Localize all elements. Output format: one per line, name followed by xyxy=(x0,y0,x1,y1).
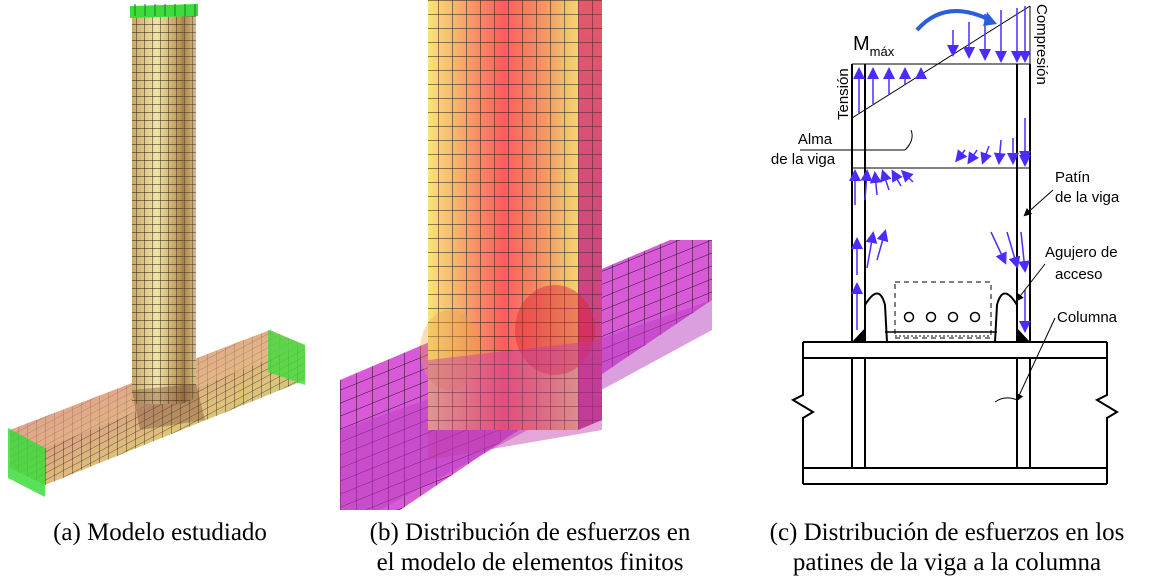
caption-model: (a) Modelo estudiado xyxy=(0,518,320,548)
patin-label-2: de la viga xyxy=(1055,189,1120,206)
panel-model xyxy=(0,0,320,510)
column-section xyxy=(790,341,1119,485)
support-top xyxy=(130,4,198,18)
flange-stress-schematic: Mmáx Tensión Compresión Alma de la viga … xyxy=(771,4,1120,485)
moment-diagram xyxy=(851,5,1031,119)
leader-lines xyxy=(800,129,1056,403)
agujero-label-1: Agujero de xyxy=(1045,244,1118,261)
caption-line: patines de la viga a la columna xyxy=(792,549,1102,576)
tension-label: Tensión xyxy=(835,68,852,120)
support-right xyxy=(268,330,305,385)
caption-stress: (b) Distribución de esfuerzos en el mode… xyxy=(325,518,735,578)
panel-flange-schematic: Mmáx Tensión Compresión Alma de la viga … xyxy=(755,0,1162,510)
bolts xyxy=(903,311,981,323)
panel-stress-distribution xyxy=(340,0,712,510)
fe-model-illustration xyxy=(8,4,305,497)
caption-line: (c) Distribución de esfuerzos en los xyxy=(769,519,1125,546)
shear-tab xyxy=(894,281,992,339)
support-left xyxy=(8,428,45,497)
m-max-label: Mmáx xyxy=(853,33,895,59)
compression-label: Compresión xyxy=(1033,4,1050,85)
moment-arrows xyxy=(853,6,1031,113)
patin-label-1: Patín xyxy=(1055,169,1090,186)
alma-label-2: de la viga xyxy=(771,151,836,168)
caption-line: (b) Distribución de esfuerzos en xyxy=(369,519,691,546)
access-hole-right xyxy=(994,292,1018,343)
stress-contour-illustration xyxy=(340,0,712,510)
caption-line: el modelo de elementos finitos xyxy=(376,549,684,576)
caption-line: (a) Modelo estudiado xyxy=(53,519,267,546)
alma-label-1: Alma xyxy=(798,131,833,148)
caption-flange: (c) Distribución de esfuerzos en los pat… xyxy=(732,518,1162,578)
columna-label: Columna xyxy=(1057,309,1118,326)
shear-arrows xyxy=(849,118,1031,205)
lower-arrows xyxy=(851,229,1031,333)
stress-concentration xyxy=(515,285,595,375)
beam-flanges xyxy=(851,64,1031,468)
access-hole-left xyxy=(864,292,888,343)
moment-curved-arrow xyxy=(915,9,991,32)
agujero-label-2: acceso xyxy=(1055,266,1103,283)
